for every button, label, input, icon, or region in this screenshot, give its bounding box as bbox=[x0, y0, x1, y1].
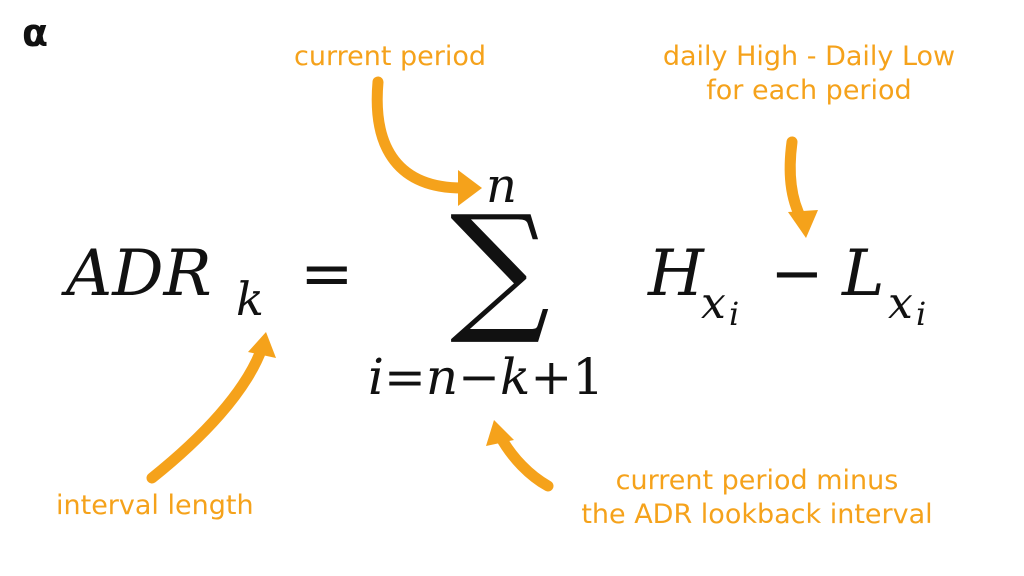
formula-term-l: L bbox=[842, 237, 885, 311]
arrow-current-period bbox=[371, 76, 468, 194]
arrow-lookback bbox=[494, 430, 554, 492]
formula-sum-symbol: ∑ bbox=[450, 186, 550, 349]
formula-term-l-sub-x: x bbox=[888, 278, 913, 329]
lower-limit-n: n bbox=[425, 348, 459, 406]
formula-lhs-main: ADR bbox=[66, 237, 212, 311]
lower-limit-minus: − bbox=[458, 348, 501, 406]
lower-limit-i: i bbox=[368, 348, 384, 406]
annotation-interval-length-text: interval length bbox=[56, 490, 254, 521]
annotation-lookback-line2: the ADR lookback interval bbox=[581, 498, 933, 530]
lower-limit-k: k bbox=[500, 348, 531, 406]
formula-term-h-sub-x: x bbox=[701, 278, 726, 329]
arrowhead-current-period bbox=[458, 170, 482, 206]
lower-limit-plus-one: +1 bbox=[530, 348, 605, 406]
annotation-daily-range: daily High - Daily Low for each period bbox=[616, 40, 1002, 108]
annotation-lookback-line1: current period minus bbox=[615, 465, 899, 496]
lower-limit-equals: = bbox=[384, 348, 426, 406]
formula-term-h: H bbox=[648, 237, 704, 311]
arrowhead-daily-range bbox=[788, 210, 818, 238]
annotation-current-period-text: current period bbox=[294, 41, 486, 72]
annotation-interval-length: interval length bbox=[56, 489, 254, 523]
arrow-interval-length bbox=[146, 342, 268, 484]
arrowhead-lookback bbox=[486, 420, 514, 446]
formula-term-l-sub-i: i bbox=[916, 295, 927, 333]
annotation-daily-range-line2: for each period bbox=[706, 74, 912, 106]
arrowhead-interval-length bbox=[248, 332, 276, 358]
alpha-logo: α bbox=[22, 11, 49, 55]
formula-minus-sign: − bbox=[770, 237, 824, 311]
formula-lhs-subscript: k bbox=[236, 272, 264, 326]
annotation-daily-range-line1: daily High - Daily Low bbox=[662, 41, 956, 72]
annotation-lookback: current period minus the ADR lookback in… bbox=[520, 464, 994, 532]
formula-equals-sign: = bbox=[300, 237, 354, 311]
annotation-current-period: current period bbox=[240, 40, 540, 74]
arrow-daily-range bbox=[784, 136, 808, 226]
formula-term-h-sub-i: i bbox=[729, 295, 740, 333]
formula-lower-limit: i=n−k+1 bbox=[368, 352, 604, 402]
formula-upper-limit: n bbox=[486, 158, 517, 214]
